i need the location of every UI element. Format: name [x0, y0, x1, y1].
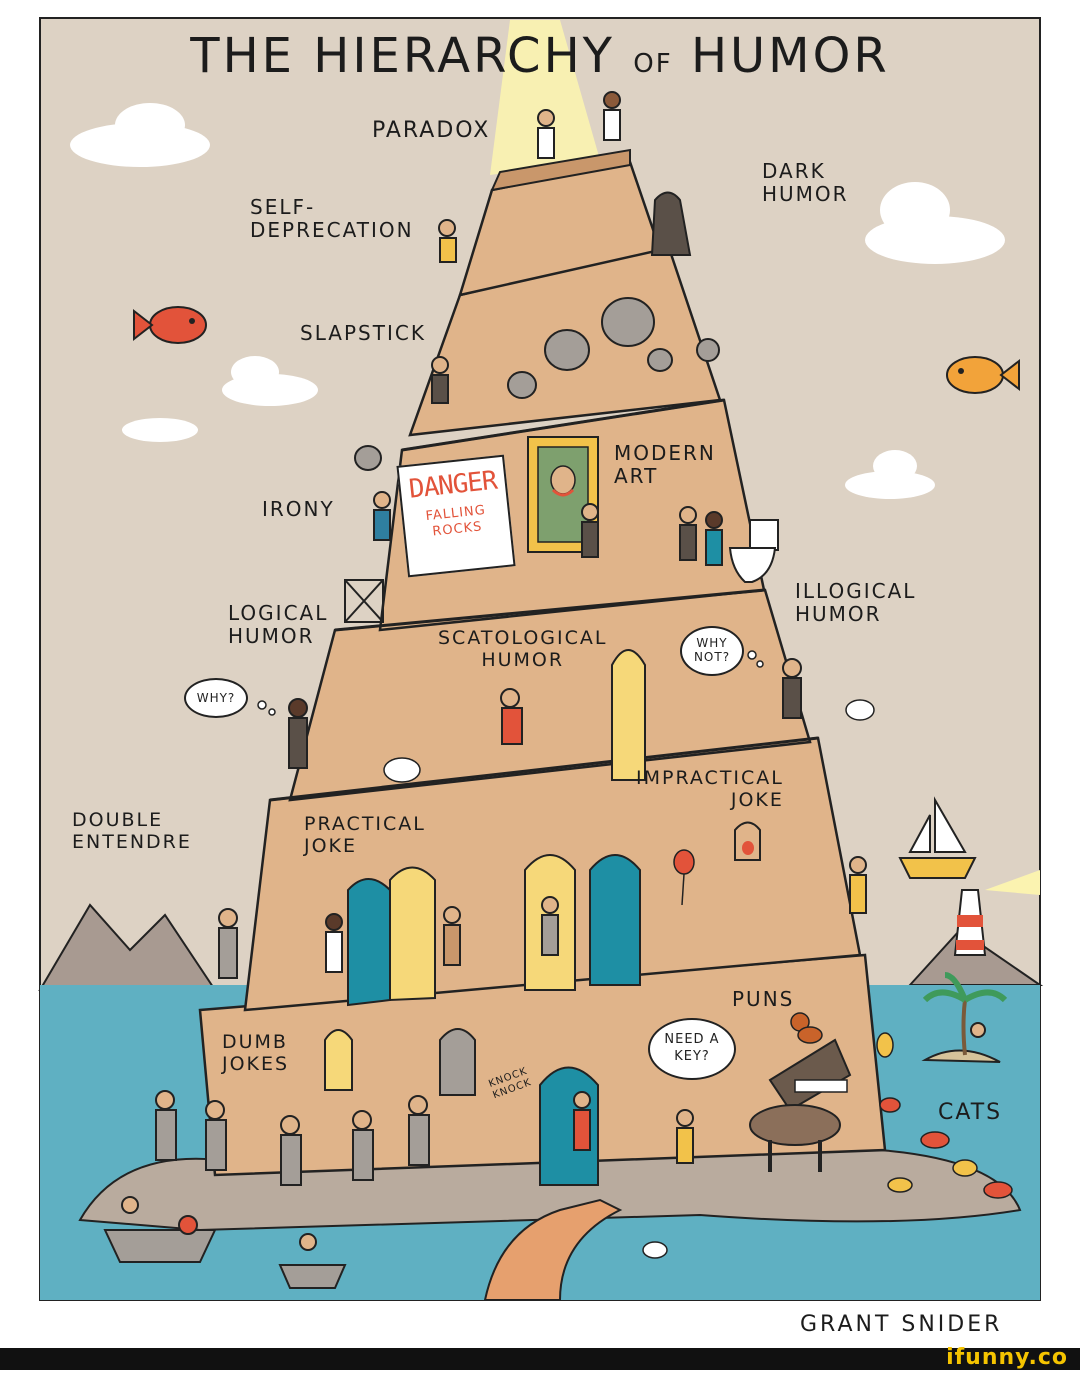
window-arch [324, 1029, 353, 1091]
lighthouse-icon [953, 870, 1040, 956]
watermark-bar: ifunny.co [0, 1345, 1080, 1370]
label-scatological-humor: SCATOLOGICAL HUMOR [438, 627, 608, 671]
cloud-icon [845, 450, 935, 499]
watermark-logo: ifunny.co [946, 1345, 1068, 1370]
title-end: HUMOR [690, 28, 890, 84]
toilet-icon [728, 519, 779, 583]
cat-icon [879, 1097, 1013, 1199]
road [483, 1198, 623, 1301]
cat-icon [876, 1032, 978, 1193]
rowboat-icon [103, 1229, 347, 1289]
piano-icon [768, 1038, 852, 1112]
light-beam [490, 20, 600, 175]
label-irony: IRONY [262, 497, 335, 521]
label-double-entendre: DOUBLE ENTENDRE [72, 809, 192, 853]
label-paradox: PARADOX [372, 118, 491, 143]
label-illogical-humor: ILLOGICAL HUMOR [795, 579, 917, 626]
bubble-need-a-key: NEED A KEY? [648, 1018, 736, 1080]
scaffold [344, 579, 384, 623]
label-dark-humor: DARK HUMOR [762, 159, 849, 206]
fish-icon [946, 356, 1020, 394]
palm-tree-icon [922, 972, 1008, 1056]
label-puns: PUNS [732, 987, 795, 1011]
cloud-icon [222, 356, 318, 406]
danger-sign-title: DANGER [407, 465, 499, 505]
sailboat-icon [898, 796, 977, 879]
title-of: OF [633, 49, 673, 79]
bubble-why: WHY? [184, 678, 248, 718]
people-figures [121, 91, 986, 1251]
artist-credit: GRANT SNIDER [800, 1312, 1003, 1337]
thought-dots [257, 650, 764, 716]
label-self-deprecation: SELF- DEPRECATION [250, 195, 414, 242]
title-main: THE HIERARCHY [190, 28, 615, 84]
label-impractical-joke: IMPRACTICAL JOKE [636, 767, 784, 811]
label-slapstick: SLAPSTICK [300, 321, 426, 345]
birdcage-icon [734, 821, 761, 861]
cloud-icon [122, 418, 198, 442]
label-cats: CATS [938, 1100, 1003, 1125]
cloud-icon [70, 103, 210, 167]
chicken-icon [383, 699, 875, 1259]
window-arch [439, 1028, 476, 1096]
tower-top [490, 148, 631, 192]
label-modern-art: MODERN ART [614, 441, 716, 488]
door-yellow [389, 866, 436, 1002]
cloud-icon [865, 182, 1005, 264]
bubble-why-not: WHY NOT? [680, 626, 744, 676]
label-logical-humor: LOGICAL HUMOR [228, 601, 329, 648]
balloon-icon [673, 849, 695, 906]
door-teal [589, 854, 641, 986]
monkey-icon [790, 1012, 823, 1044]
danger-sign: DANGER FALLING ROCKS [396, 454, 516, 578]
door-teal [347, 878, 391, 1007]
donkey-icon [749, 1104, 841, 1172]
rock-icon [354, 297, 720, 471]
label-practical-joke: PRACTICAL JOKE [304, 813, 426, 857]
page-title: THE HIERARCHY OF HUMOR [40, 28, 1040, 84]
label-dumb-jokes: DUMB JOKES [222, 1031, 290, 1075]
danger-sign-subtitle: FALLING ROCKS [424, 502, 487, 540]
fish-icon [133, 306, 207, 344]
door-arch [611, 649, 646, 781]
